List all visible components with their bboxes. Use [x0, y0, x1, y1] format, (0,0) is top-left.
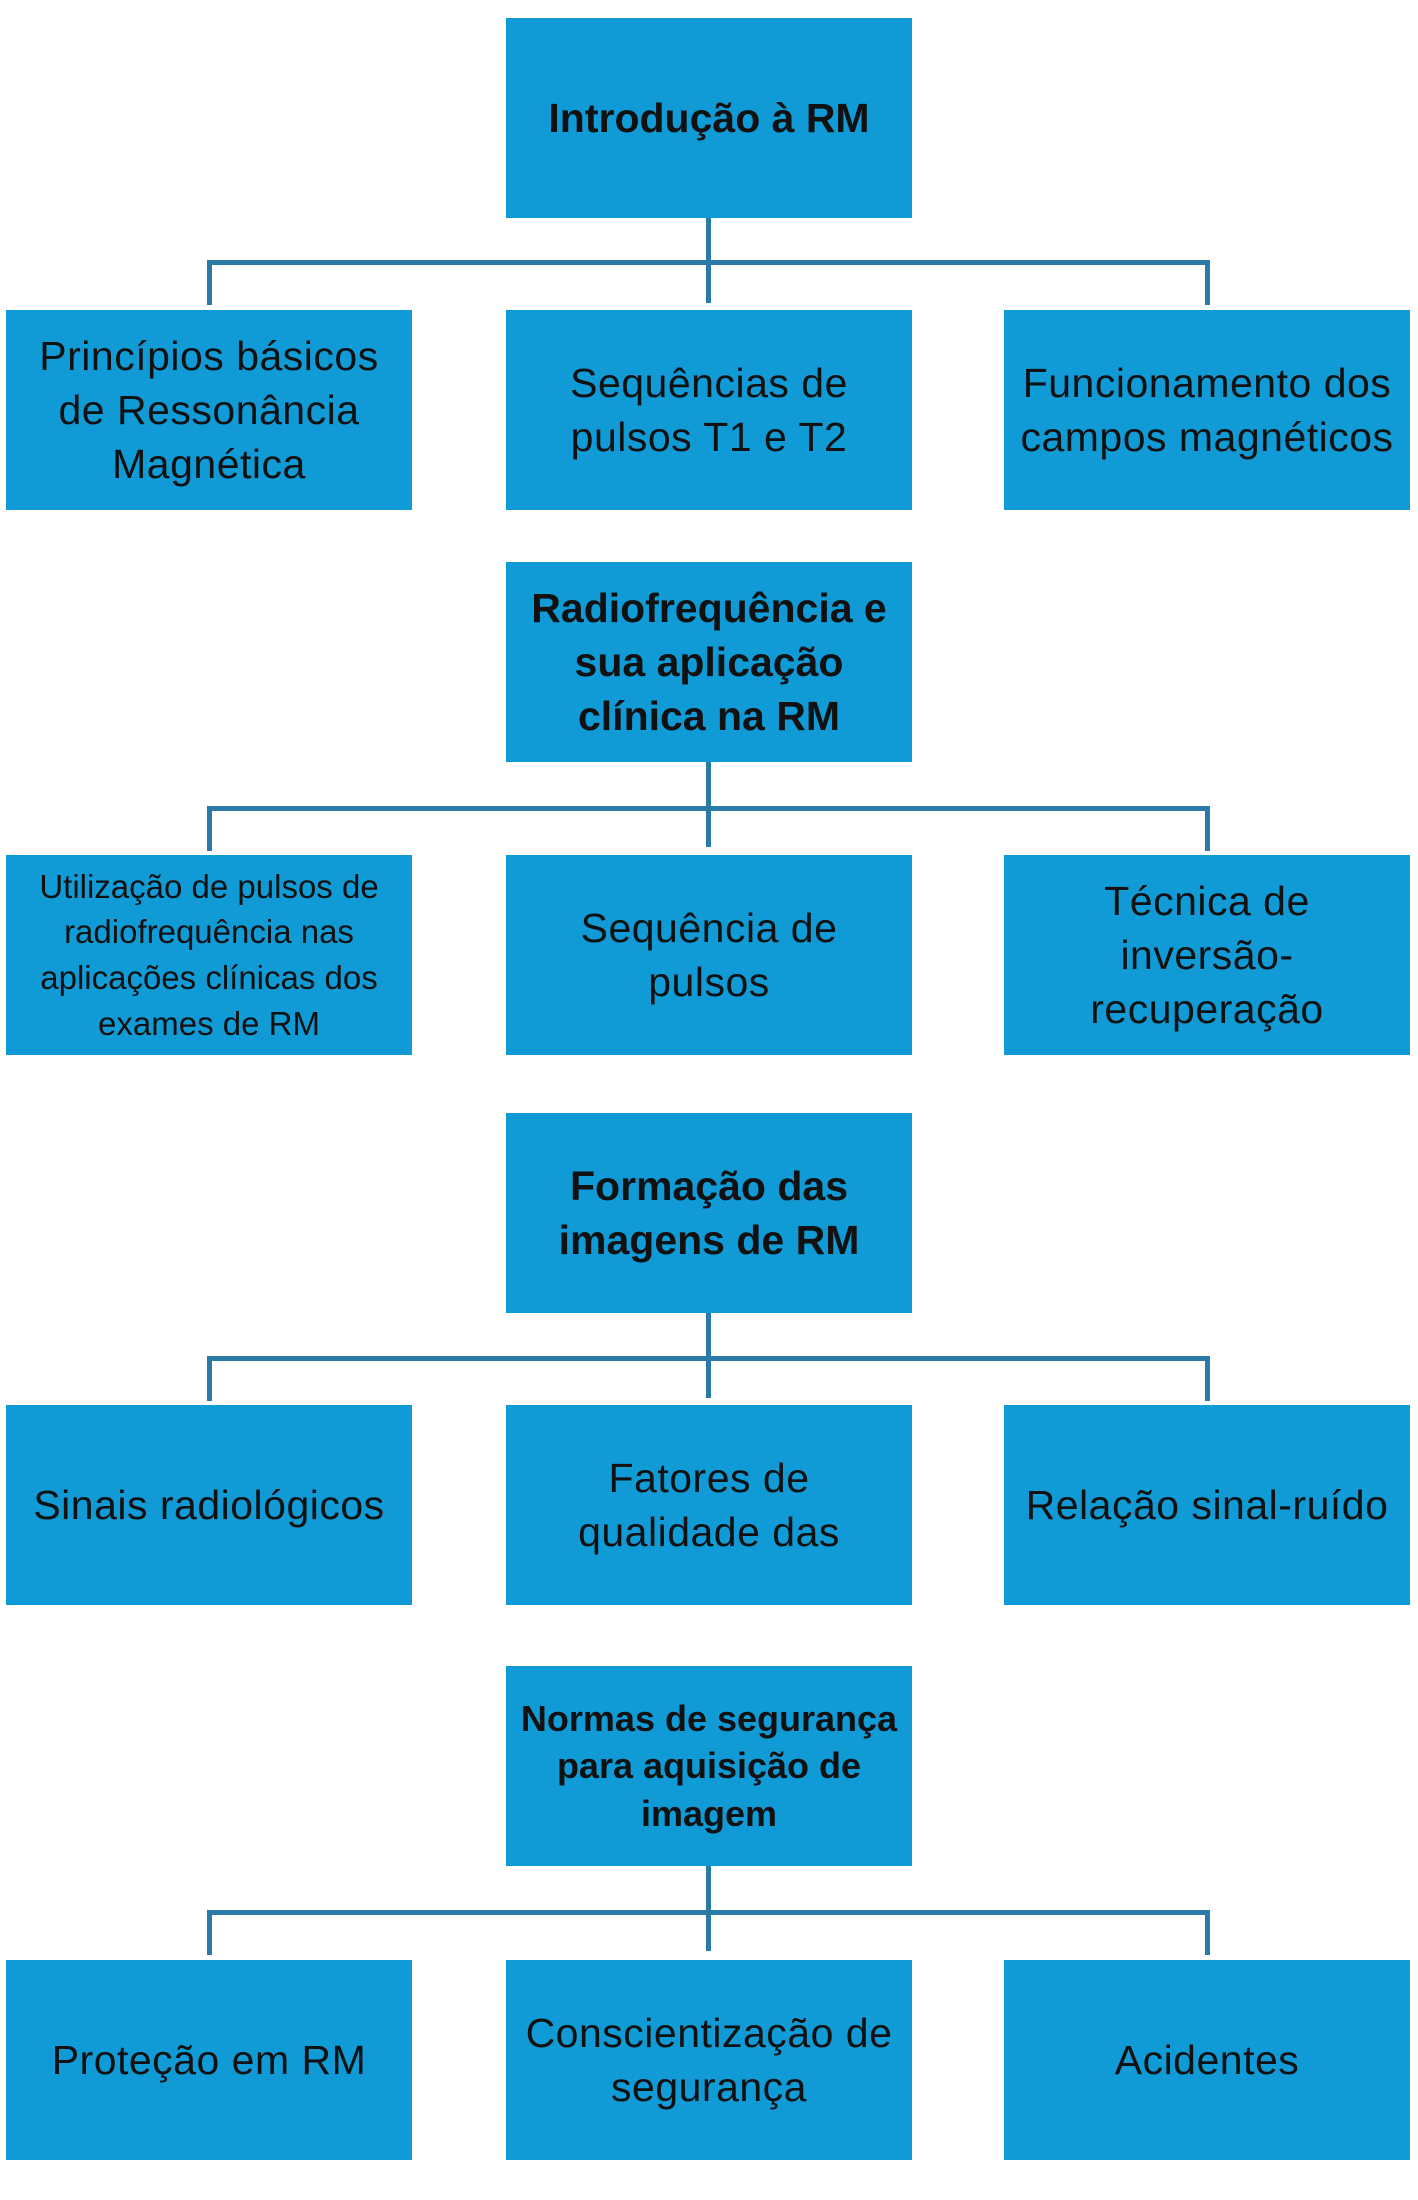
section-2-child-3-box: Técnica de inversão-recuperação [1004, 855, 1410, 1055]
section-2-title-box: Radiofrequência e sua aplicação clínica … [506, 562, 912, 762]
section-1-child-1-box: Princípios básicos de Ressonância Magnét… [6, 310, 412, 510]
section-4-child-1-box: Proteção em RM [6, 1960, 412, 2160]
section-1-left-drop [207, 260, 212, 305]
section-3-child-1-box: Sinais radiológicos [6, 1405, 412, 1605]
section-1-child-3: Funcionamento dos campos magnéticos [1020, 359, 1394, 460]
section-4-branch-connector [207, 1910, 1210, 1915]
section-2-title: Radiofrequência e sua aplicação clínica … [531, 584, 887, 740]
section-3-title: Formação das imagens de RM [558, 1162, 860, 1263]
section-1-child-3-box: Funcionamento dos campos magnéticos [1004, 310, 1410, 510]
section-3-left-drop [207, 1356, 212, 1401]
section-1-child-2-box: Sequências de pulsos T1 e T2 [506, 310, 912, 510]
section-4-child-2-box: Conscientização de segurança [506, 1960, 912, 2160]
section-1-child-1: Princípios básicos de Ressonância Magnét… [39, 332, 379, 488]
section-4-title: Normas de segurança para aquisição de im… [520, 1697, 898, 1834]
section-1-child-2: Sequências de pulsos T1 e T2 [570, 359, 848, 460]
section-2-child-2-box: Sequência de pulsos [506, 855, 912, 1055]
section-4-trunk-connector [706, 1866, 711, 1951]
section-2-child-2: Sequência de pulsos [580, 904, 838, 1005]
section-4-child-1: Proteção em RM [51, 2036, 367, 2083]
section-2-trunk-connector [706, 762, 711, 847]
section-3-title-box: Formação das imagens de RM [506, 1113, 912, 1313]
section-2-child-1-box: Utilização de pulsos de radiofrequência … [6, 855, 412, 1055]
section-1-title-box: Introdução à RM [506, 18, 912, 218]
section-4-right-drop [1205, 1910, 1210, 1955]
section-2-branch-connector [207, 806, 1210, 811]
section-4-child-2: Conscientização de segurança [525, 2009, 893, 2110]
section-1-right-drop [1205, 260, 1210, 305]
section-3-trunk-connector [706, 1313, 711, 1398]
section-4-child-3-box: Acidentes [1004, 1960, 1410, 2160]
section-2-child-3: Técnica de inversão-recuperação [1090, 877, 1324, 1033]
section-4-child-3: Acidentes [1114, 2036, 1300, 2083]
section-3-child-3-box: Relação sinal-ruído [1004, 1405, 1410, 1605]
section-3-right-drop [1205, 1356, 1210, 1401]
section-3-child-2: Fatores de qualidade das [578, 1454, 840, 1555]
section-3-branch-connector [207, 1356, 1210, 1361]
section-3-child-1: Sinais radiológicos [33, 1481, 385, 1528]
section-2-child-1: Utilização de pulsos de radiofrequência … [39, 867, 379, 1042]
section-1-title: Introdução à RM [548, 94, 870, 141]
section-2-left-drop [207, 806, 212, 851]
section-3-child-2-box: Fatores de qualidade das [506, 1405, 912, 1605]
section-4-left-drop [207, 1910, 212, 1955]
section-3-child-3: Relação sinal-ruído [1025, 1481, 1389, 1528]
section-4-title-box: Normas de segurança para aquisição de im… [506, 1666, 912, 1866]
section-2-right-drop [1205, 806, 1210, 851]
section-1-branch-connector [207, 260, 1210, 265]
